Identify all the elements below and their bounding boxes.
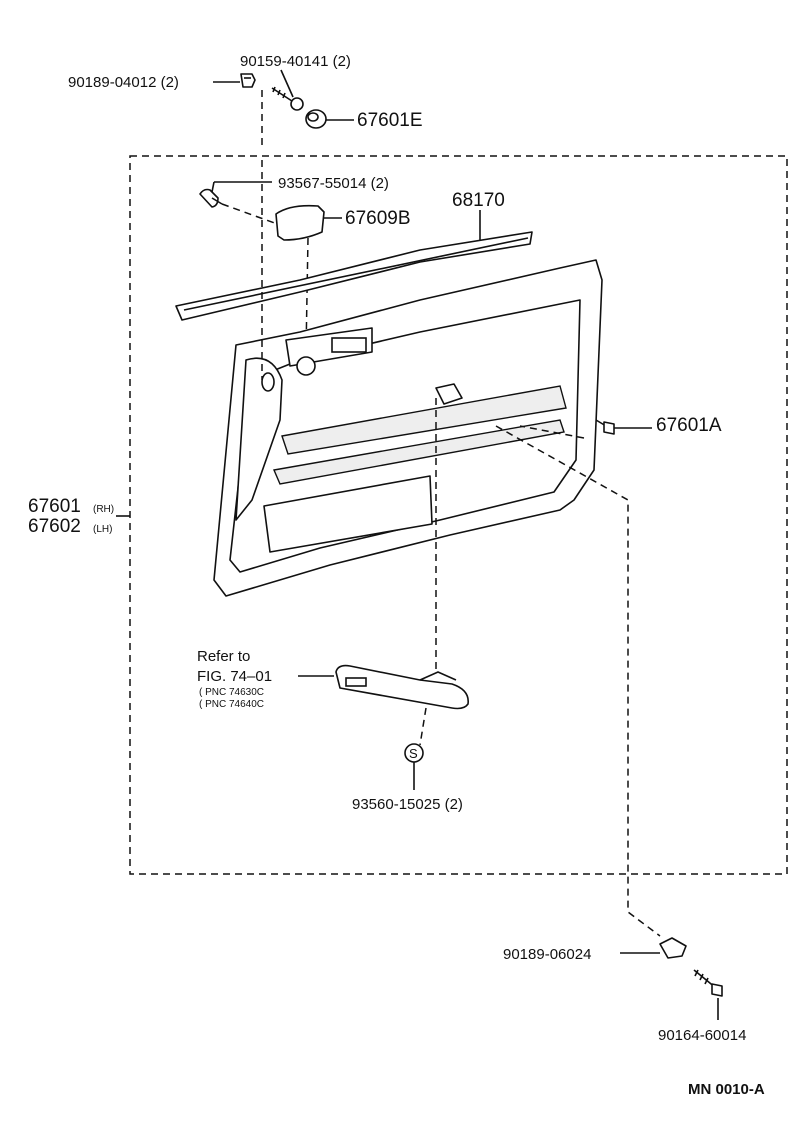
- clip-67601a: [595, 419, 652, 435]
- label-pnc-74640c: ( PNC 74640C: [199, 699, 264, 710]
- screw-90159-40141: [271, 69, 304, 111]
- label-67601: 67601: [28, 496, 81, 517]
- label-90164-60014: 90164-60014: [658, 1027, 746, 1044]
- label-68170: 68170: [452, 190, 505, 211]
- label-67609b: 67609B: [345, 208, 411, 229]
- screw-s-mark: S: [404, 743, 424, 790]
- cover-67609b: [275, 204, 342, 353]
- label-93560-15025: 93560-15025 (2): [352, 796, 463, 813]
- label-67601a: 67601A: [656, 415, 722, 436]
- weatherstrip-68170: [175, 210, 533, 321]
- label-67602: 67602: [28, 516, 81, 537]
- diagram-code: MN 0010-A: [688, 1081, 765, 1098]
- clip-90189-04012: [213, 73, 256, 88]
- label-90159-40141: 90159-40141 (2): [240, 53, 351, 70]
- label-fig-74-01: FIG. 74–01: [197, 668, 272, 685]
- screw-93567-55014: [199, 181, 281, 226]
- label-67601e: 67601E: [357, 110, 423, 131]
- leader-dashed-67601a: [519, 425, 585, 439]
- label-67601-rh: (RH): [93, 504, 114, 515]
- s-mark-letter: S: [409, 746, 418, 761]
- cap-67601e: [305, 109, 354, 129]
- leader-dashed-clip: [495, 425, 661, 937]
- label-67602-lh: (LH): [93, 524, 112, 535]
- leader-dashed-screw: [419, 707, 427, 746]
- assembly-boundary: [129, 155, 788, 875]
- label-90189-04012: 90189-04012 (2): [68, 74, 179, 91]
- door-trim-panel: [213, 259, 603, 597]
- screw-90164-60014: [693, 969, 723, 1020]
- armrest-handle: [298, 664, 469, 710]
- clip-90189-06024: [620, 937, 687, 959]
- label-pnc-74630c: ( PNC 74630C: [199, 687, 264, 698]
- label-refer-to: Refer to: [197, 648, 250, 665]
- label-93567-55014: 93567-55014 (2): [278, 175, 389, 192]
- label-90189-06024: 90189-06024: [503, 946, 591, 963]
